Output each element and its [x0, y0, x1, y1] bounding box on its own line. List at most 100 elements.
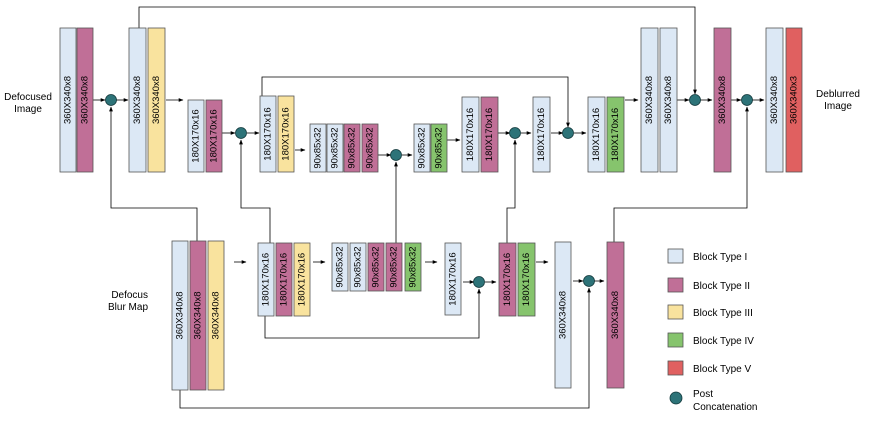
- skip-line: [264, 288, 481, 339]
- block-rect-type-II: [367, 242, 385, 292]
- block-t20: 360X340x8: [640, 27, 659, 173]
- block-rect-type-I: [349, 242, 367, 292]
- block-t9: 90x85x32: [309, 123, 327, 173]
- block-label: 360X340x8: [63, 76, 74, 124]
- block-rect-type-I: [444, 242, 462, 316]
- block-rect-type-I: [257, 242, 275, 317]
- block-label: 180X170x16: [591, 108, 602, 161]
- block-label: 180X170x16: [536, 108, 547, 161]
- legend-label-type-5: Block Type V: [693, 364, 752, 375]
- connections: [93, 6, 765, 409]
- block-label: 90x85x32: [434, 127, 445, 168]
- block-label: 360X340x8: [558, 291, 569, 339]
- skip-line: [179, 287, 591, 409]
- block-rect-type-II: [76, 27, 94, 173]
- block-label: 180X170x16: [484, 108, 495, 161]
- block-rect-type-I: [187, 99, 205, 173]
- block-label: 360X340x8: [175, 291, 186, 339]
- block-label: 360X340x8: [132, 76, 143, 124]
- block-t8: 180X170x16: [277, 95, 295, 173]
- concat-node: [235, 127, 247, 139]
- block-rect-type-V: [785, 27, 803, 173]
- block-label: 180X170x16: [191, 109, 202, 162]
- block-label: 360X340x8: [193, 291, 204, 339]
- block-t17: 180X170x16: [532, 96, 551, 173]
- block-label: 360X340x3: [789, 76, 800, 124]
- block-label: 180X170x16: [448, 252, 459, 305]
- block-t22: 360X340x8: [713, 27, 732, 173]
- block-b10: 90x85x32: [385, 242, 403, 292]
- block-label: 180X170x16: [281, 107, 292, 160]
- input-label-line-1: Defocused: [4, 92, 52, 103]
- block-label: 360X340x8: [717, 76, 728, 124]
- block-rect-type-II: [385, 242, 403, 292]
- block-t21: 360X340x8: [659, 27, 678, 173]
- block-label: 180X170x16: [209, 109, 220, 162]
- block-t4: 360X340x8: [147, 27, 166, 173]
- concat-node: [105, 94, 117, 106]
- block-label: 90x85x32: [335, 246, 346, 287]
- block-rect-type-II: [343, 123, 361, 173]
- block-b6: 180X170x16: [293, 242, 311, 317]
- concat-node: [741, 94, 753, 106]
- block-t6: 180X170x16: [205, 99, 223, 173]
- block-label: 90x85x32: [371, 246, 382, 287]
- block-rect-type-II: [361, 123, 379, 173]
- block-label: 180X170x16: [297, 253, 308, 306]
- concat-node: [473, 276, 485, 288]
- block-rect-type-I: [413, 123, 431, 173]
- block-t13: 90x85x32: [413, 123, 431, 173]
- block-label: 360X340x8: [663, 76, 674, 124]
- block-rect-type-II: [498, 242, 517, 317]
- block-t2: 360X340x8: [76, 27, 94, 173]
- block-rect-type-II: [606, 241, 625, 389]
- concat-node: [390, 149, 402, 161]
- concat-node: [509, 127, 521, 139]
- block-rect-type-I: [640, 27, 659, 173]
- legend-swatch-type-5: [667, 360, 684, 376]
- block-rect-type-I: [554, 241, 572, 389]
- legend-concat-icon: [669, 391, 683, 405]
- block-b5: 180X170x16: [275, 242, 293, 317]
- block-t18: 180X170x16: [587, 96, 606, 173]
- legend-swatch-type-2: [667, 277, 684, 293]
- block-label: 180X170x16: [465, 108, 476, 161]
- block-rect-type-I: [171, 240, 189, 391]
- block-rect-type-III: [147, 27, 166, 173]
- block-b7: 90x85x32: [331, 242, 349, 292]
- block-t19: 180X170x16: [606, 96, 625, 173]
- block-label: 90x85x32: [347, 127, 358, 168]
- block-label: 180X170x16: [263, 107, 274, 160]
- legend-label-type-4: Block Type IV: [693, 336, 754, 347]
- block-b3: 360X340x8: [207, 240, 225, 391]
- block-label: 360X340x8: [211, 291, 222, 339]
- block-rect-type-I: [659, 27, 678, 173]
- block-rect-type-II: [275, 242, 293, 317]
- cross-line: [613, 106, 749, 242]
- block-b2: 360X340x8: [189, 240, 207, 391]
- block-t16: 180X170x16: [480, 96, 499, 173]
- block-b16: 360X340x8: [606, 241, 625, 389]
- block-b8: 90x85x32: [349, 242, 367, 292]
- block-rect-type-I: [309, 123, 327, 173]
- blur-map-label-line-1: Defocus: [111, 290, 148, 301]
- skip-line: [261, 76, 570, 128]
- block-label: 360X340x8: [769, 76, 780, 124]
- cross-line: [239, 139, 271, 243]
- block-b4: 180X170x16: [257, 242, 275, 317]
- concat-node: [689, 94, 701, 106]
- skip-line: [138, 6, 697, 95]
- cross-line: [506, 139, 517, 243]
- block-rect-type-I: [532, 96, 551, 173]
- block-rect-type-I: [128, 27, 147, 173]
- output-label-line-1: Deblurred: [816, 89, 860, 100]
- block-t14: 90x85x32: [430, 123, 448, 173]
- legend: Block Type I Block Type II Block Type II…: [667, 248, 758, 413]
- concat-node: [583, 275, 595, 287]
- block-rect-type-I: [461, 96, 480, 173]
- block-label: 90x85x32: [353, 246, 364, 287]
- block-t15: 180X170x16: [461, 96, 480, 173]
- block-label: 90x85x32: [417, 127, 428, 168]
